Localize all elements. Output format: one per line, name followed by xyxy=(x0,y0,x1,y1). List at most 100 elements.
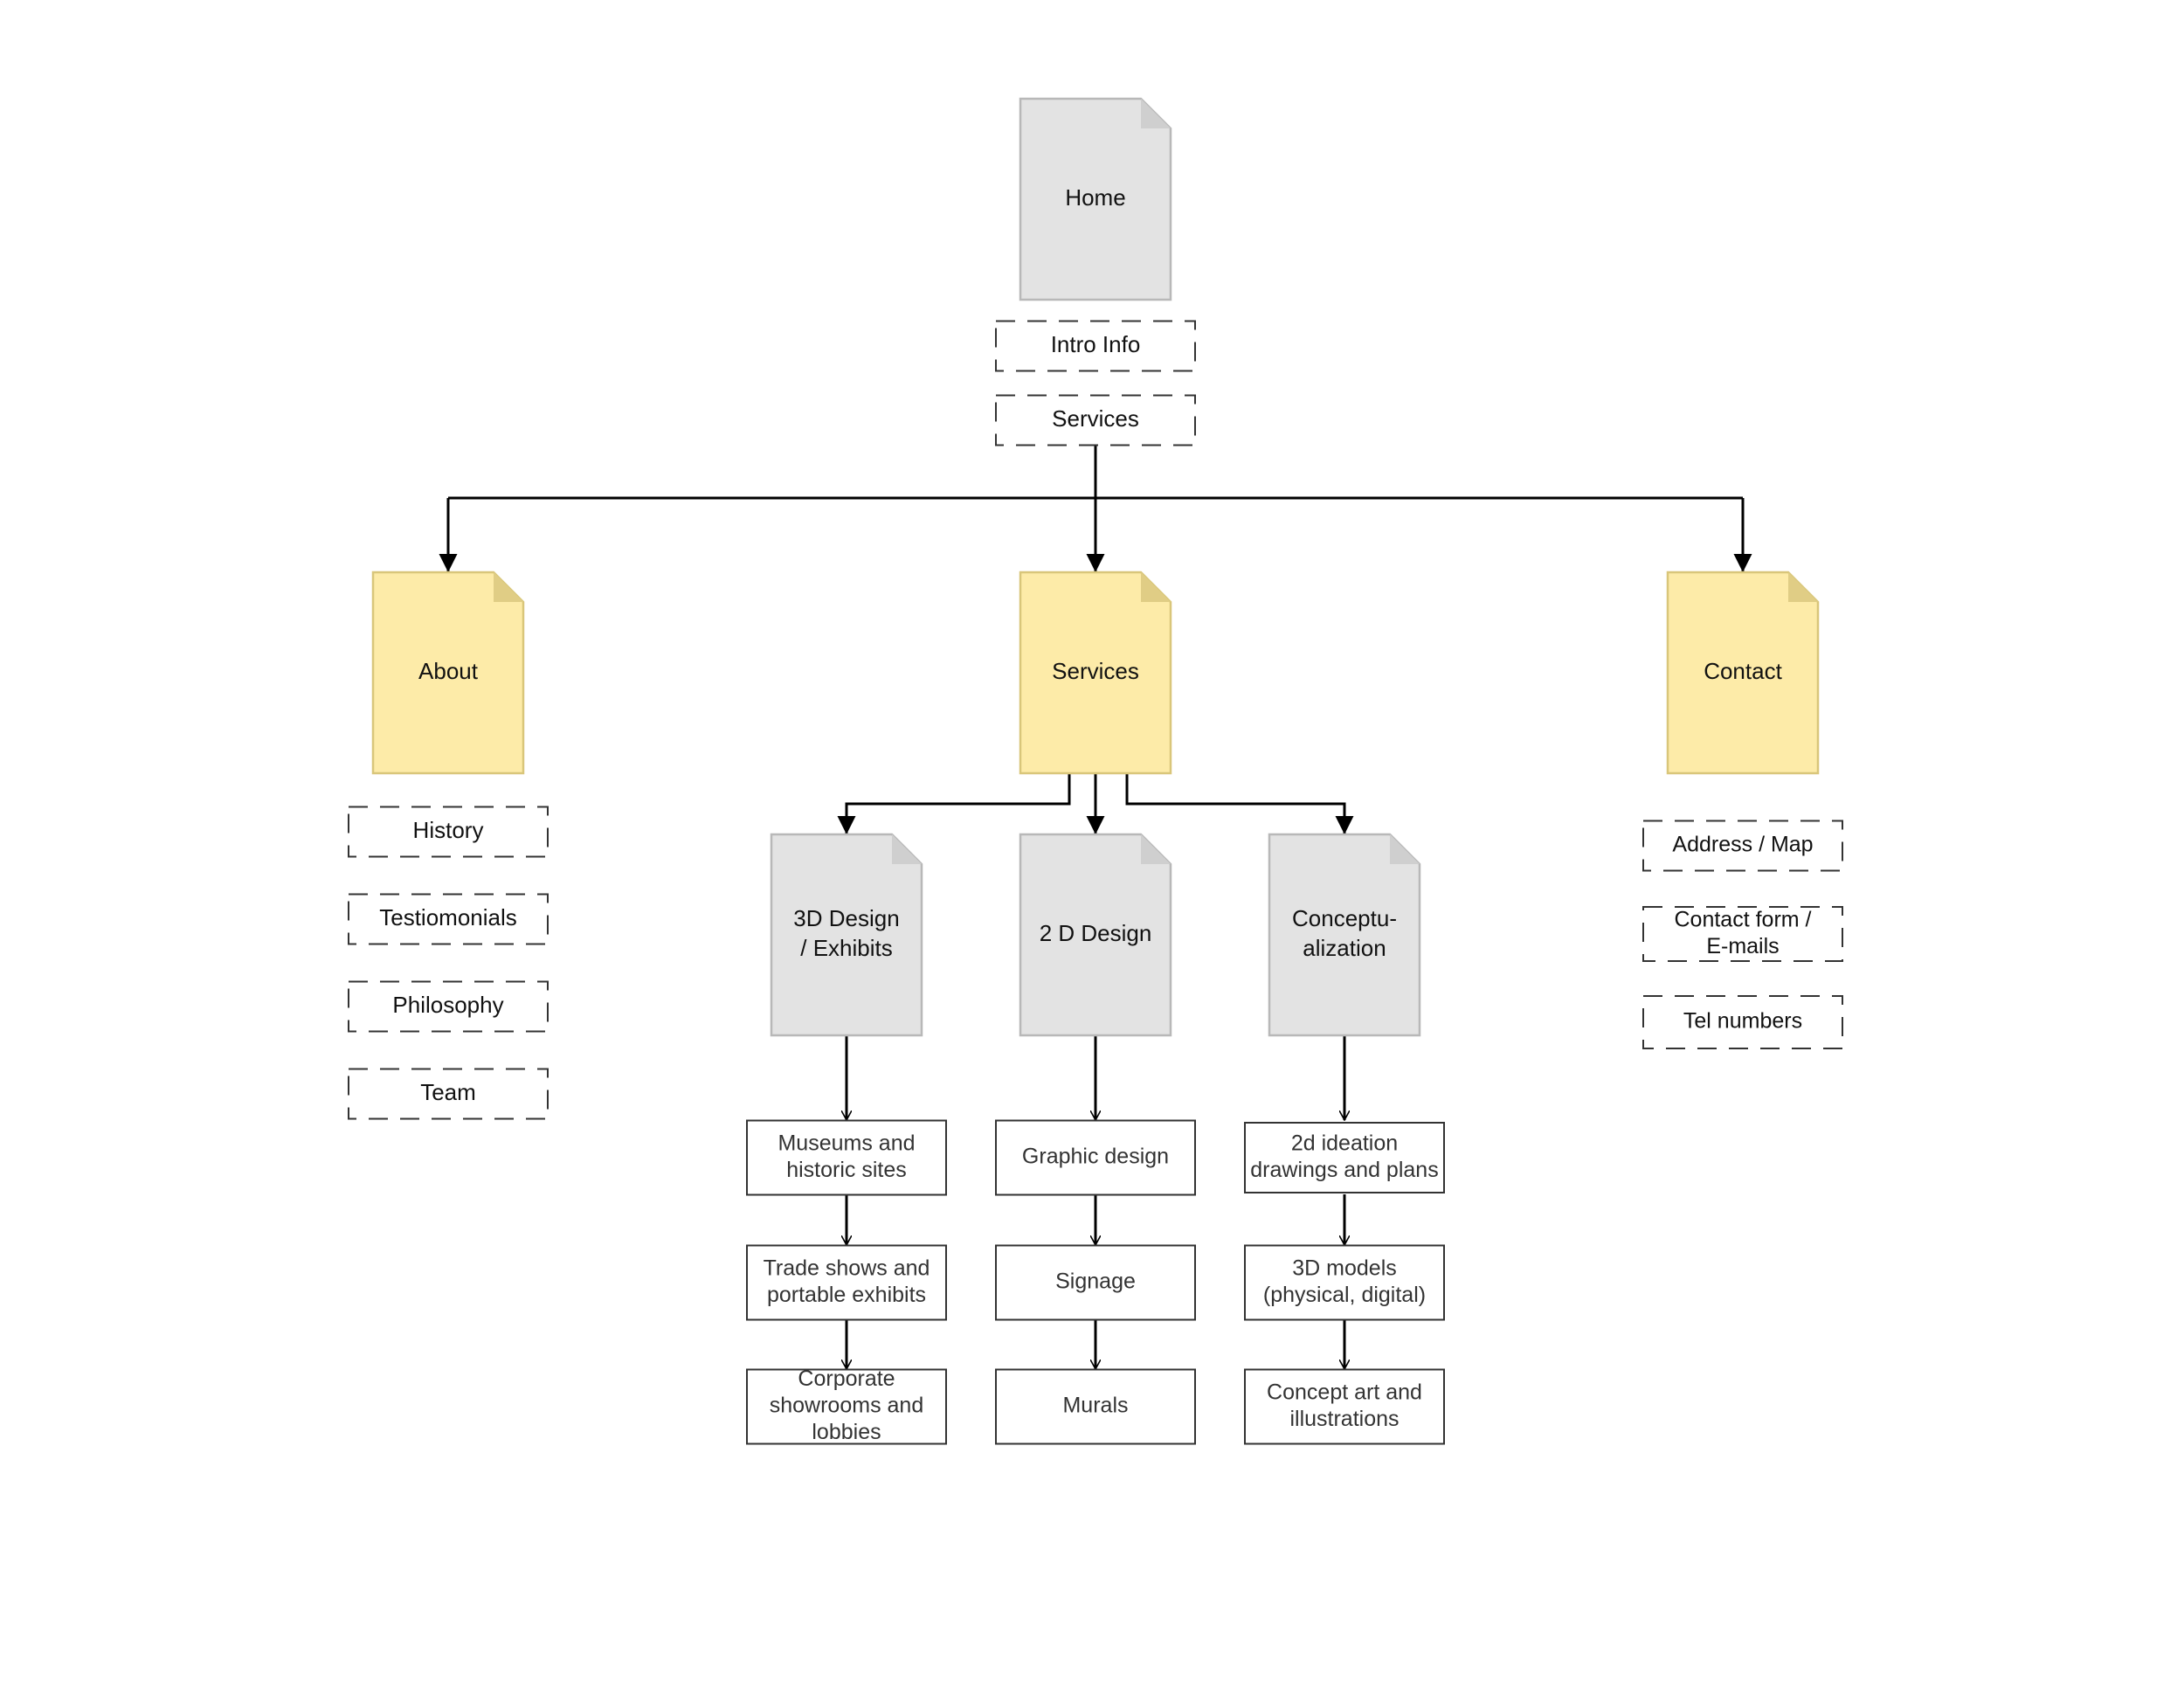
service-2-item-2-label: Signage xyxy=(1055,1269,1136,1294)
contact-section-1[interactable]: Address / Map xyxy=(1642,820,1843,872)
service-2-item-3[interactable]: Murals xyxy=(995,1368,1196,1445)
about-section-3[interactable]: Philosophy xyxy=(348,980,549,1033)
page-service-1-label-line: 3D Design xyxy=(793,905,899,931)
page-fold-icon xyxy=(1788,572,1818,602)
contact-section-2-label-line: Contact form / xyxy=(1675,907,1812,931)
service-2-item-2[interactable]: Signage xyxy=(995,1244,1196,1321)
service-3-item-3-label-line: illustrations xyxy=(1289,1407,1399,1431)
about-section-1[interactable]: History xyxy=(348,806,549,858)
contact-section-2-label: Contact form / E-mails xyxy=(1675,907,1812,958)
page-home[interactable]: Home xyxy=(1019,97,1172,301)
page-service-2-label: 2 D Design xyxy=(1040,920,1152,946)
contact-section-3-label: Tel numbers xyxy=(1683,1009,1802,1034)
page-service-3-shape xyxy=(1268,833,1421,1037)
home-section-2-label-line: Services xyxy=(1052,405,1139,432)
service-1-item-1[interactable]: Museums and historic sites xyxy=(746,1119,947,1196)
contact-section-2-frame xyxy=(1642,906,1843,962)
page-service-3-label-line: alization xyxy=(1303,935,1386,961)
service-2-item-1[interactable]: Graphic design xyxy=(995,1119,1196,1196)
about-section-4-frame xyxy=(348,1068,549,1120)
home-section-1-label-line: Intro Info xyxy=(1051,331,1141,357)
service-3-item-1-label-line: 2d ideation xyxy=(1291,1131,1398,1155)
about-section-2-frame xyxy=(348,893,549,945)
page-services-shape xyxy=(1019,571,1172,775)
page-fold-icon xyxy=(1141,99,1171,128)
service-1-item-2-frame xyxy=(746,1244,947,1321)
service-1-item-2-label: Trade shows and portable exhibits xyxy=(764,1256,930,1307)
page-service-2-label-line: 2 D Design xyxy=(1040,920,1152,946)
home-section-1-label: Intro Info xyxy=(1051,331,1141,357)
contact-section-3[interactable]: Tel numbers xyxy=(1642,995,1843,1049)
service-1-item-1-label-line: historic sites xyxy=(786,1158,907,1182)
page-fold-icon xyxy=(1390,834,1420,864)
service-3-item-3-label: Concept art and illustrations xyxy=(1267,1380,1422,1431)
about-section-3-label-line: Philosophy xyxy=(392,992,503,1018)
home-section-2-label: Services xyxy=(1052,405,1139,432)
arrow-to-conceptualization xyxy=(1125,773,1354,834)
about-section-2-label: Testiomonials xyxy=(379,904,517,930)
page-about-label: About xyxy=(418,658,479,684)
service-1-item-2-label-line: Trade shows and xyxy=(764,1256,930,1280)
page-fold-icon xyxy=(1141,572,1171,602)
service-2-item-2-frame xyxy=(995,1244,1196,1321)
about-section-1-frame xyxy=(348,806,549,858)
service-3-item-2-label: 3D models(physical, digital) xyxy=(1263,1256,1426,1307)
about-section-1-label: History xyxy=(413,817,484,843)
contact-section-3-label-line: Tel numbers xyxy=(1683,1009,1802,1034)
service-2-item-2-label-line: Signage xyxy=(1055,1269,1136,1294)
about-section-2-label-line: Testiomonials xyxy=(379,904,517,930)
about-section-3-frame xyxy=(348,980,549,1033)
home-section-2-frame xyxy=(995,394,1196,446)
service-1-item-2-label-line: portable exhibits xyxy=(767,1283,926,1307)
service-3-item-2[interactable]: 3D models(physical, digital) xyxy=(1244,1244,1445,1321)
home-section-2[interactable]: Services xyxy=(995,394,1196,446)
arrow-to-3d-design xyxy=(837,773,1071,834)
page-fold-icon xyxy=(494,572,523,602)
contact-section-3-frame xyxy=(1642,995,1843,1049)
page-service-1-label: 3D Design / Exhibits xyxy=(793,905,899,961)
page-service-1-label-line: / Exhibits xyxy=(800,935,893,961)
page-service-2[interactable]: 2 D Design xyxy=(1019,833,1172,1037)
service-2-item-3-label-line: Murals xyxy=(1062,1394,1128,1418)
page-service-1[interactable]: 3D Design / Exhibits xyxy=(770,833,923,1037)
page-about[interactable]: About xyxy=(371,571,525,775)
service-1-item-1-label: Museums and historic sites xyxy=(778,1131,915,1182)
page-contact[interactable]: Contact xyxy=(1666,571,1820,775)
page-services[interactable]: Services xyxy=(1019,571,1172,775)
page-service-3-label-line: Conceptu- xyxy=(1292,905,1397,931)
service-2-item-1-label: Graphic design xyxy=(1022,1145,1169,1169)
service-1-item-3-label-line: showrooms and xyxy=(770,1394,923,1418)
contact-section-1-frame xyxy=(1642,820,1843,872)
service-2-item-1-frame xyxy=(995,1119,1196,1196)
service-1-item-1-label-line: Museums and xyxy=(778,1131,915,1155)
page-service-3-label: Conceptu-alization xyxy=(1292,905,1397,961)
service-1-item-2[interactable]: Trade shows and portable exhibits xyxy=(746,1244,947,1321)
about-section-2[interactable]: Testiomonials xyxy=(348,893,549,945)
service-3-item-2-label-line: 3D models xyxy=(1292,1256,1397,1280)
service-3-item-3[interactable]: Concept art and illustrations xyxy=(1244,1368,1445,1445)
page-contact-label-line: Contact xyxy=(1704,658,1782,684)
about-section-4[interactable]: Team xyxy=(348,1068,549,1120)
page-services-label-line: Services xyxy=(1052,658,1139,684)
home-section-1[interactable]: Intro Info xyxy=(995,320,1196,372)
service-3-item-3-label-line: Concept art and xyxy=(1267,1380,1422,1404)
page-home-label-line: Home xyxy=(1065,184,1125,211)
contact-section-2[interactable]: Contact form / E-mails xyxy=(1642,906,1843,962)
page-fold-icon xyxy=(1141,834,1171,864)
service-2-item-3-label: Murals xyxy=(1062,1394,1128,1418)
about-section-4-label: Team xyxy=(420,1079,476,1105)
page-service-3[interactable]: Conceptu-alization xyxy=(1268,833,1421,1037)
contact-section-1-label-line: Address / Map xyxy=(1672,833,1813,857)
page-contact-label: Contact xyxy=(1704,658,1782,684)
contact-section-2-label-line: E-mails xyxy=(1706,934,1779,958)
page-home-shape xyxy=(1019,97,1172,301)
service-2-item-1-label-line: Graphic design xyxy=(1022,1145,1169,1169)
service-1-item-1-frame xyxy=(746,1119,947,1196)
service-1-item-3-label-line: lobbies xyxy=(812,1420,881,1444)
page-services-label: Services xyxy=(1052,658,1139,684)
service-1-item-3-frame xyxy=(746,1368,947,1445)
